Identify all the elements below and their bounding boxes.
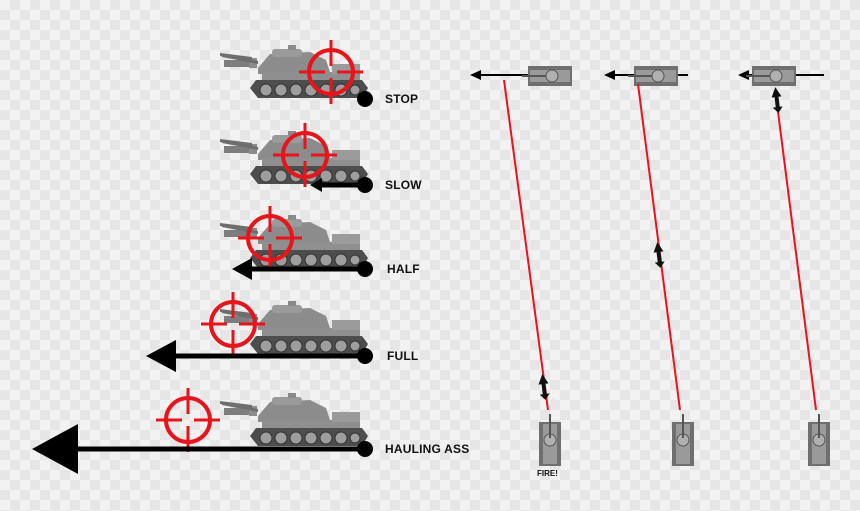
arrow-head (32, 424, 78, 474)
tracer-line (503, 79, 549, 411)
fire-label: FIRE! (537, 469, 558, 478)
position-marker (357, 348, 373, 364)
tracer-line (775, 95, 817, 411)
position-marker (357, 441, 373, 457)
shell-icon (652, 241, 666, 269)
arrow-head (146, 340, 176, 372)
crosshair-icon (154, 386, 222, 454)
label-stop: STOP (385, 92, 419, 106)
tank-icon (807, 413, 831, 467)
arrow-head (470, 70, 481, 80)
tank-icon (521, 65, 573, 87)
tank-icon (745, 65, 797, 87)
position-marker (357, 261, 373, 277)
label-hauling-ass: HAULING ASS (385, 442, 470, 456)
tank-icon (219, 392, 369, 447)
label-half: HALF (387, 262, 420, 276)
tank-icon (627, 65, 679, 87)
shell-icon (537, 373, 551, 401)
position-marker (357, 91, 373, 107)
arrow-head (232, 258, 252, 280)
label-full: FULL (387, 349, 419, 363)
arrow-head (604, 70, 615, 80)
shell-icon (770, 86, 784, 114)
tank-icon (219, 214, 369, 269)
label-slow: SLOW (385, 178, 422, 192)
position-marker (357, 177, 373, 193)
arrow-head (738, 70, 749, 80)
arrow-head (310, 178, 322, 192)
tank-icon (671, 413, 695, 467)
tank-icon (538, 413, 562, 467)
